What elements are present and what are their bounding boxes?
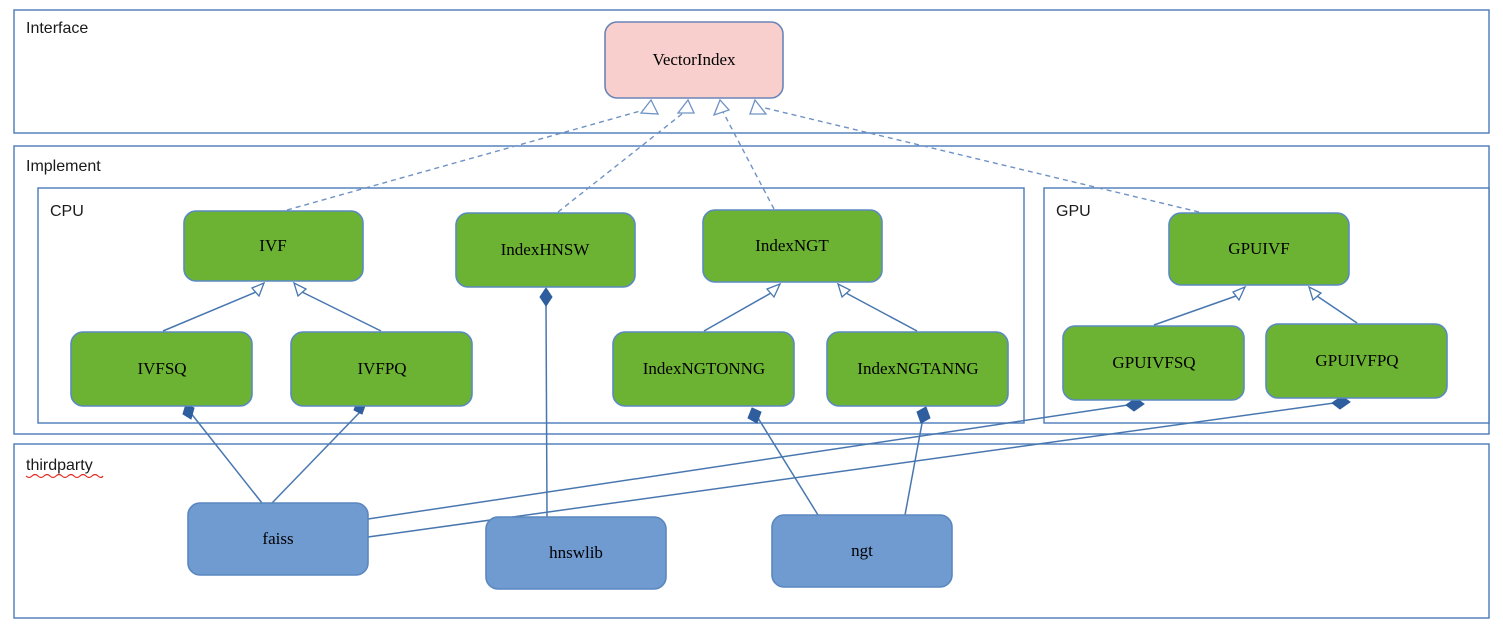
arrowhead-gpuivfpq-gpuivf [1307, 285, 1323, 302]
node-vectorindex-rect[interactable] [604, 21, 784, 99]
diamond-ngt-indexngtonng [747, 407, 762, 424]
diamond-ngt-indexngtanng [916, 406, 931, 424]
node-indexngt-label: IndexNGT [755, 236, 829, 255]
edge-gpuivf-vectorindex [764, 107, 1200, 213]
container-gpu-label: GPU [1056, 203, 1091, 220]
edge-ngt-indexngtanng [904, 417, 924, 516]
node-faiss[interactable]: faiss [187, 502, 369, 576]
node-ngt-rect[interactable] [771, 514, 953, 588]
node-ngt[interactable]: ngt [771, 514, 953, 588]
node-ivf[interactable]: IVF [183, 210, 364, 282]
diamond-hnswlib-indexhnsw [539, 287, 553, 307]
arrowhead-indexngt-vectorindex [712, 98, 731, 117]
node-gpuivfpq[interactable]: GPUIVFPQ [1265, 323, 1448, 399]
node-ivfpq-rect[interactable] [290, 331, 473, 407]
container-cpu-label: CPU [50, 203, 84, 220]
spellcheck-squiggle-icon [25, 473, 104, 479]
edge-ngt-indexngtonng [757, 417, 819, 516]
edge-ivfsq-ivf [162, 291, 257, 332]
arrowhead-ivf-vectorindex [639, 98, 660, 115]
node-ivfpq[interactable]: IVFPQ [290, 331, 473, 407]
edge-faiss-ivfsq [189, 411, 263, 504]
container-implement-label: Implement [26, 158, 101, 175]
edge-group-realization [286, 98, 1200, 213]
diamond-faiss-gpuivfsq [1125, 397, 1145, 412]
edge-group-inheritance [162, 281, 1358, 332]
edge-indexhnsw-vectorindex [557, 109, 688, 213]
edge-ivf-vectorindex [286, 107, 652, 211]
node-gpuivfsq[interactable]: GPUIVFSQ [1062, 325, 1245, 401]
node-vectorindex-label: VectorIndex [652, 50, 736, 69]
edge-faiss-gpuivfpq [367, 402, 1335, 538]
node-gpuivfpq-rect[interactable] [1265, 323, 1448, 399]
edge-indexngtanng-indexngt [845, 292, 918, 332]
node-ivf-label: IVF [259, 236, 286, 255]
node-gpuivf-rect[interactable] [1168, 212, 1350, 286]
edge-indexngtonng-indexngt [703, 292, 772, 332]
node-indexngtonng-rect[interactable] [612, 331, 795, 407]
node-gpuivf[interactable]: GPUIVF [1168, 212, 1350, 286]
diamond-faiss-gpuivfpq [1331, 395, 1351, 410]
node-ngt-label: ngt [851, 541, 873, 560]
edge-indexngt-vectorindex [721, 109, 775, 210]
edge-ivfpq-ivf [301, 291, 382, 332]
node-indexngtanng-rect[interactable] [826, 331, 1009, 407]
edge-gpuivfsq-gpuivf [1153, 295, 1237, 326]
node-ivfsq-label: IVFSQ [137, 359, 186, 378]
node-gpuivfpq-label: GPUIVFPQ [1315, 351, 1398, 370]
node-indexngtanng[interactable]: IndexNGTANNG [826, 331, 1009, 407]
container-interface-label: Interface [26, 20, 88, 37]
arrowhead-ivfsq-ivf [250, 281, 266, 298]
edge-gpuivfpq-gpuivf [1316, 295, 1358, 324]
node-indexngt[interactable]: IndexNGT [702, 209, 883, 283]
node-faiss-rect[interactable] [187, 502, 369, 576]
node-indexngtonng[interactable]: IndexNGTONNG [612, 331, 795, 407]
arrowhead-gpuivf-vectorindex [749, 98, 768, 115]
node-indexhnsw[interactable]: IndexHNSW [455, 212, 636, 288]
node-hnswlib[interactable]: hnswlib [485, 516, 667, 590]
node-ivfsq-rect[interactable] [70, 331, 253, 407]
arrowhead-indexngtonng-indexngt [765, 282, 782, 299]
node-hnswlib-rect[interactable] [485, 516, 667, 590]
arrowhead-indexhnsw-vectorindex [676, 98, 696, 114]
edge-faiss-ivfpq [271, 410, 362, 504]
arrowhead-gpuivfsq-gpuivf [1231, 285, 1247, 302]
node-vectorindex[interactable]: VectorIndex [604, 21, 784, 99]
node-indexhnsw-label: IndexHNSW [501, 240, 591, 259]
node-ivfpq-label: IVFPQ [357, 359, 406, 378]
container-thirdparty-label: thirdparty [26, 457, 93, 474]
node-indexhnsw-rect[interactable] [455, 212, 636, 288]
node-ivf-rect[interactable] [183, 210, 364, 282]
node-gpuivf-label: GPUIVF [1228, 239, 1289, 258]
node-gpuivfsq-rect[interactable] [1062, 325, 1245, 401]
node-indexngtonng-label: IndexNGTONNG [643, 359, 765, 378]
edge-group-composition [182, 287, 1351, 538]
edge-hnswlib-indexhnsw [545, 301, 548, 518]
edge-faiss-gpuivfsq [367, 404, 1129, 520]
node-indexngtanng-label: IndexNGTANNG [857, 359, 978, 378]
node-faiss-label: faiss [262, 529, 293, 548]
arrowhead-ivfpq-ivf [292, 281, 308, 298]
node-ivfsq[interactable]: IVFSQ [70, 331, 253, 407]
node-indexngt-rect[interactable] [702, 209, 883, 283]
arrowhead-indexngtanng-indexngt [836, 282, 852, 299]
node-gpuivfsq-label: GPUIVFSQ [1112, 353, 1195, 372]
node-hnswlib-label: hnswlib [549, 543, 603, 562]
